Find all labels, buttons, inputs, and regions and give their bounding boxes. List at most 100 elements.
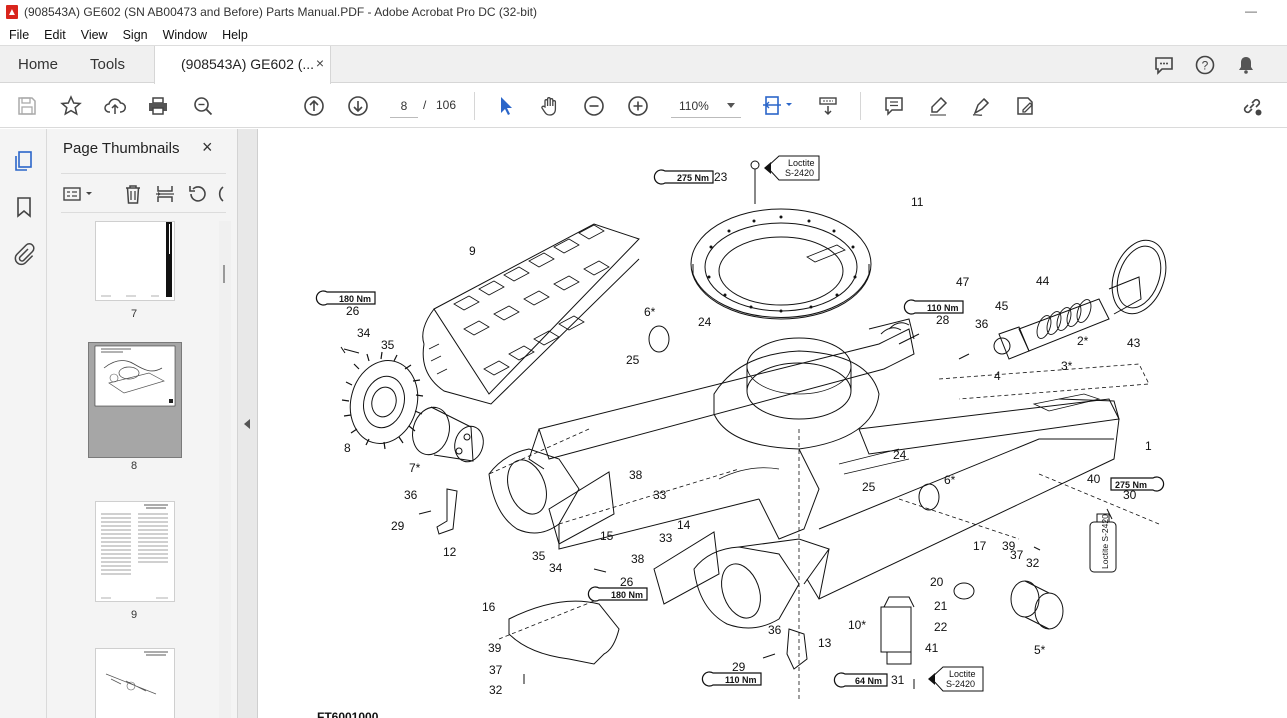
part-number: 3* bbox=[1061, 359, 1073, 373]
part-number: 43 bbox=[1127, 336, 1141, 350]
scroll-mode-icon[interactable] bbox=[816, 94, 840, 118]
chevron-down-icon bbox=[727, 103, 735, 108]
thumbnail-page-9[interactable] bbox=[95, 501, 175, 602]
cover-plate-15-drawing bbox=[548, 471, 615, 545]
tab-bar: Home Tools (908543A) GE602 (... × ? bbox=[0, 45, 1287, 84]
draw-pen-icon[interactable] bbox=[970, 94, 994, 118]
notifications-bell-icon[interactable] bbox=[1235, 54, 1257, 76]
thumbnail-page-7[interactable] bbox=[95, 221, 175, 301]
minimize-button[interactable]: — bbox=[1245, 4, 1257, 18]
svg-text:?: ? bbox=[1202, 59, 1209, 73]
part-number: 25 bbox=[862, 480, 876, 494]
torque-value: 180 Nm bbox=[339, 294, 371, 304]
part-number: 29 bbox=[391, 519, 405, 533]
torque-label-275-right: 275 Nm bbox=[1110, 476, 1165, 492]
bookmarks-icon[interactable] bbox=[12, 195, 36, 219]
cover-plate-14-drawing bbox=[653, 531, 720, 605]
part-number: 36 bbox=[768, 623, 782, 637]
left-navigation-rail bbox=[0, 129, 47, 718]
menu-sign[interactable]: Sign bbox=[122, 27, 148, 42]
delete-trash-icon[interactable] bbox=[121, 182, 145, 206]
thumbnail-label-7: 7 bbox=[130, 308, 138, 320]
part-number: 45 bbox=[995, 299, 1009, 313]
document-view[interactable]: Loctite S-2420 Loctite S-2420 Loctite S-… bbox=[259, 129, 1287, 718]
panel-close-icon[interactable]: × bbox=[202, 137, 213, 157]
attachments-paperclip-icon[interactable] bbox=[12, 242, 36, 266]
part-number: 41 bbox=[925, 641, 939, 655]
fill-sign-icon[interactable] bbox=[1013, 94, 1037, 118]
tab-tools[interactable]: Tools bbox=[90, 56, 126, 73]
scrollbar-thumb[interactable] bbox=[223, 265, 225, 283]
pdf-icon: ▲ bbox=[6, 5, 18, 19]
panel-splitter[interactable] bbox=[238, 129, 258, 718]
loctite-callout-bottom: Loctite S-2420 bbox=[928, 666, 984, 692]
zoom-out-icon[interactable] bbox=[582, 94, 606, 118]
upload-cloud-icon[interactable] bbox=[103, 94, 127, 118]
part-number: 5* bbox=[1034, 643, 1046, 657]
part-number: 21 bbox=[934, 599, 948, 613]
part-number: 2* bbox=[1077, 334, 1089, 348]
zoom-level-select[interactable]: 110% bbox=[671, 94, 741, 118]
part-number: 32 bbox=[489, 683, 503, 697]
part-number: 24 bbox=[698, 315, 712, 329]
thumbnail-options-icon[interactable] bbox=[61, 182, 97, 206]
loctite-bottle-callout: Loctite S-2420 bbox=[1089, 513, 1117, 573]
save-icon[interactable] bbox=[15, 94, 39, 118]
torque-label-275-top: 275 Nm bbox=[653, 169, 714, 185]
part-number: 26 bbox=[620, 575, 634, 589]
part-number: 33 bbox=[653, 488, 667, 502]
select-cursor-icon[interactable] bbox=[494, 94, 518, 118]
menu-help[interactable]: Help bbox=[222, 27, 248, 42]
tab-home[interactable]: Home bbox=[18, 56, 59, 73]
page-number-input[interactable]: 8 bbox=[390, 94, 418, 118]
thumbnail-list: 7 8 bbox=[61, 221, 219, 718]
menu-window[interactable]: Window bbox=[162, 27, 208, 42]
tab-close-icon[interactable]: × bbox=[315, 55, 324, 71]
page-fit-icon[interactable] bbox=[762, 94, 796, 118]
share-link-icon[interactable] bbox=[1240, 94, 1264, 118]
zoom-search-icon[interactable] bbox=[191, 94, 215, 118]
part-number: 29 bbox=[732, 660, 746, 674]
insert-pages-icon[interactable] bbox=[153, 182, 177, 206]
collapse-panel-icon[interactable] bbox=[244, 419, 250, 429]
main-toolbar: 8 / 106 110% bbox=[0, 84, 1287, 128]
part-number: 13 bbox=[818, 636, 832, 650]
idler-assembly-drawing bbox=[993, 239, 1167, 360]
menu-edit[interactable]: Edit bbox=[44, 27, 66, 42]
print-icon[interactable] bbox=[146, 94, 170, 118]
tab-document-label: (908543A) GE602 (... bbox=[181, 56, 315, 72]
cushion-6-right-drawing bbox=[918, 483, 940, 511]
highlight-pen-icon[interactable] bbox=[926, 94, 950, 118]
tab-document[interactable]: (908543A) GE602 (... × bbox=[154, 46, 331, 84]
thumbnail-page-8-selected[interactable] bbox=[88, 342, 182, 458]
thumbnail-page-10[interactable] bbox=[95, 648, 175, 718]
part-number: 36 bbox=[404, 488, 418, 502]
undercarriage-frame-drawing bbox=[488, 318, 1120, 629]
hand-tool-icon[interactable] bbox=[538, 94, 562, 118]
sprocket-drawing bbox=[341, 351, 424, 450]
zoom-in-icon[interactable] bbox=[626, 94, 650, 118]
torque-label-64-bottom: 64 Nm bbox=[833, 672, 888, 688]
track-roller-drawing bbox=[1010, 580, 1064, 630]
menu-view[interactable]: View bbox=[80, 27, 108, 42]
torque-label-110-right: 110 Nm bbox=[903, 299, 964, 315]
thumbnail-scrollbar[interactable] bbox=[219, 221, 231, 718]
torque-value: 110 Nm bbox=[927, 303, 959, 313]
help-icon[interactable]: ? bbox=[1194, 54, 1216, 76]
next-page-icon[interactable] bbox=[346, 94, 370, 118]
part-number: 44 bbox=[1036, 274, 1050, 288]
comment-icon[interactable] bbox=[882, 94, 906, 118]
more-tools-icon[interactable] bbox=[213, 182, 225, 206]
loctite-top-line2: S-2420 bbox=[785, 168, 814, 178]
page-thumbnails-icon[interactable] bbox=[12, 149, 36, 173]
rotate-page-icon[interactable] bbox=[185, 182, 209, 206]
previous-page-icon[interactable] bbox=[302, 94, 326, 118]
part-number: 37 bbox=[489, 663, 503, 677]
torque-value: 275 Nm bbox=[1115, 480, 1147, 490]
part-number: 30 bbox=[1123, 488, 1137, 502]
bookmark-star-icon[interactable] bbox=[59, 94, 83, 118]
thumbnail-toolbar bbox=[61, 173, 226, 213]
comment-bubble-icon[interactable] bbox=[1153, 54, 1175, 76]
grease-cylinder-drawing bbox=[880, 596, 915, 665]
menu-file[interactable]: File bbox=[9, 27, 30, 42]
